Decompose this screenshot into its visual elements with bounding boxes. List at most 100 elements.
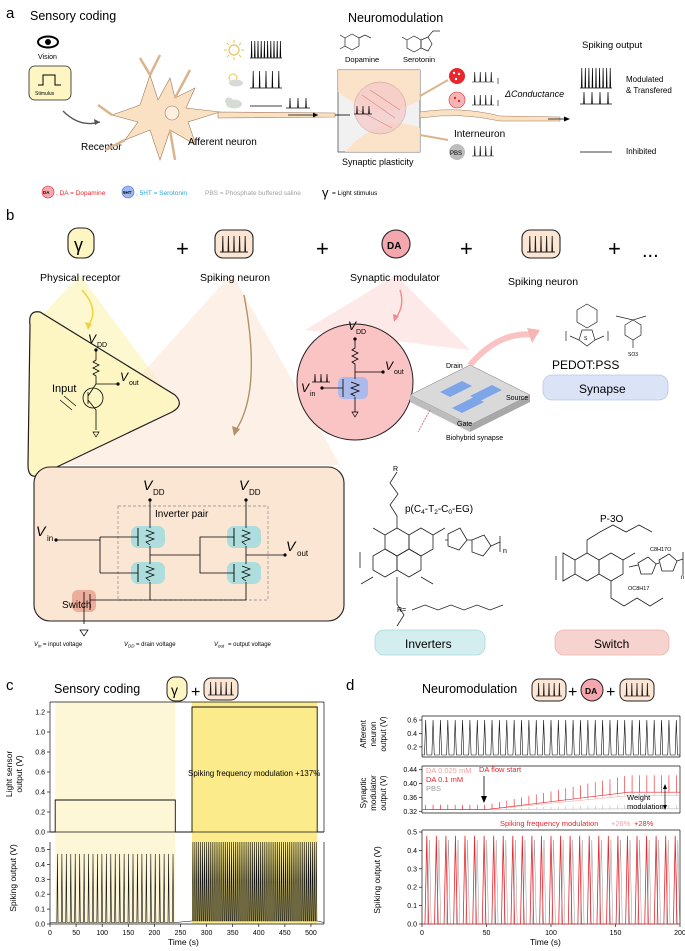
weight-label-1: Weight — [627, 793, 651, 802]
slow-spike-train — [250, 70, 282, 89]
tick-label: 150 — [122, 930, 134, 937]
panel-d-afferent-axes: 0.2 0.4 0.6 — [407, 715, 681, 758]
synapse-spike-train — [354, 105, 372, 115]
svg-text:V: V — [143, 477, 154, 493]
svg-text:V: V — [348, 319, 357, 333]
svg-text:DD: DD — [356, 329, 366, 336]
polymer-1-structure — [359, 471, 504, 627]
tick-label: 1.0 — [35, 730, 45, 737]
spiking-neuron-icon-2 — [521, 229, 561, 259]
plus-4: + — [608, 236, 621, 261]
panel-d-ylabel-1b: neuron — [369, 722, 378, 747]
panel-d-label: d — [346, 677, 354, 694]
fast-spike-train — [250, 40, 282, 59]
svg-text:Switch: Switch — [62, 600, 91, 611]
tick-label: 0.4 — [407, 731, 417, 738]
panel-d-ylabel-1c: output (V) — [379, 716, 388, 751]
tick-label: 0 — [48, 930, 52, 937]
polymer-2-structure — [555, 524, 684, 607]
panel-d-plus-2: + — [606, 684, 615, 701]
pedot-pss-structure — [565, 303, 647, 348]
plus-2: + — [316, 236, 329, 261]
svg-text:γ: γ — [171, 682, 178, 698]
panel-c: c Sensory coding γ + 0.00.20.40.60.81.01… — [4, 676, 325, 947]
sht-spike-train — [472, 94, 494, 106]
svg-text:DD: DD — [249, 488, 261, 497]
svg-text:PBS: PBS — [450, 151, 462, 157]
spiking-mod-annotation: Spiking frequency modulation +26% +28% — [500, 819, 654, 828]
panel-a: a Sensory coding Vision Stimulus Recepto… — [6, 5, 672, 200]
synaptic-modulator-circuit: V DD V out V in — [296, 319, 414, 441]
svg-text:Inverter pair: Inverter pair — [155, 509, 209, 520]
voltage-legend: Vin = input voltage VDD = drain voltage … — [34, 642, 272, 649]
tick-label: 0.5 — [35, 847, 45, 854]
spiking-output-title: Spiking output — [582, 40, 643, 51]
inverter-circuit: Inverter pair V DD V DD V in V out — [33, 466, 345, 637]
tick-label: 400 — [253, 930, 265, 937]
panel-d-ylabel-2c: output (V) — [379, 775, 388, 810]
spiking-neuron-icon-1 — [214, 229, 254, 259]
tick-label: 100 — [96, 930, 108, 937]
stimulus-label: Stimulus — [35, 91, 55, 97]
pedot-pss-label: PEDOT:PSS — [552, 358, 619, 372]
svg-text:V: V — [36, 523, 47, 539]
ellipsis: ... — [642, 240, 659, 262]
svg-text:DA: DA — [43, 190, 50, 195]
transferred-label: & Transfered — [626, 86, 672, 95]
panel-a-legend: DA , DA = Dopamine 5HT , 5HT = Serotonin… — [41, 185, 378, 200]
svg-text:S: S — [584, 336, 588, 342]
tick-label: 500 — [305, 930, 317, 937]
svg-text:DA: DA — [387, 241, 401, 252]
svg-text:5HT: 5HT — [123, 190, 132, 195]
synaptic-plasticity-label: Synaptic plasticity — [342, 157, 414, 167]
synapse-box: Synapse — [542, 374, 669, 401]
svg-text:= output voltage: = output voltage — [228, 642, 272, 648]
panel-c-neuron-icon — [203, 677, 239, 701]
panel-d-neuron-icon-2 — [619, 678, 655, 702]
tick-label: 0.6 — [407, 718, 417, 725]
switch-box: Switch — [554, 629, 670, 656]
svg-text:DD: DD — [153, 488, 165, 497]
tick-label: 0.2 — [407, 744, 417, 751]
sensory-coding-title: Sensory coding — [30, 9, 116, 23]
tick-label: 200 — [149, 930, 161, 937]
da-flow-start-label: DA flow start — [479, 765, 522, 774]
tick-label: 0.0 — [407, 922, 417, 929]
svg-text:, DA = Dopamine: , DA = Dopamine — [56, 190, 106, 197]
tick-label: 0.5 — [407, 830, 417, 837]
svg-text:Vin: Vin — [34, 642, 42, 649]
tick-label: 0.36 — [403, 795, 417, 802]
serotonin-molecule-icon — [401, 30, 440, 53]
svg-text:out: out — [129, 380, 139, 387]
panel-c-ylabel-top-1: Light sensor — [4, 751, 14, 797]
dopamine-vesicle-icon — [449, 68, 465, 84]
svg-text:DA: DA — [585, 686, 597, 696]
cloud-icon — [225, 97, 242, 109]
physical-receptor-label: Physical receptor — [40, 272, 121, 284]
vision-label: Vision — [38, 54, 57, 61]
tick-label: 0.2 — [35, 892, 45, 899]
svg-text:, 5HT = Serotonin: , 5HT = Serotonin — [136, 190, 187, 197]
panel-d-da-icon: DA — [580, 678, 604, 702]
tick-label: 1.2 — [35, 710, 45, 717]
low-light-region — [55, 702, 176, 924]
tick-label: 0.40 — [403, 781, 417, 788]
legend-da-01: DA 0.1 mM — [426, 775, 463, 784]
gamma-receptor-icon: γ — [67, 227, 95, 259]
svg-text:V: V — [286, 538, 297, 554]
inhibited-label: Inhibited — [626, 147, 656, 156]
tick-label: 0.1 — [35, 907, 45, 914]
da-spiking-trace — [422, 835, 680, 925]
panel-d-ylabel-1a: Afferent — [359, 719, 368, 748]
panel-d: d Neuromodulation + DA + 0.20.40.6 0.320… — [346, 677, 685, 947]
partly-cloudy-icon — [228, 73, 243, 87]
pedot-so3: SO3 — [628, 352, 638, 358]
afferent-neuron-trace — [421, 719, 681, 756]
panel-d-modulator-axes: 0.320.360.400.44 — [403, 765, 681, 816]
legend-pbs: PBS — [426, 784, 441, 793]
panel-c-annotation: Spiking frequency modulation +137% — [188, 769, 320, 778]
tick-label: 200 — [674, 930, 685, 937]
svg-text:out: out — [297, 549, 309, 558]
